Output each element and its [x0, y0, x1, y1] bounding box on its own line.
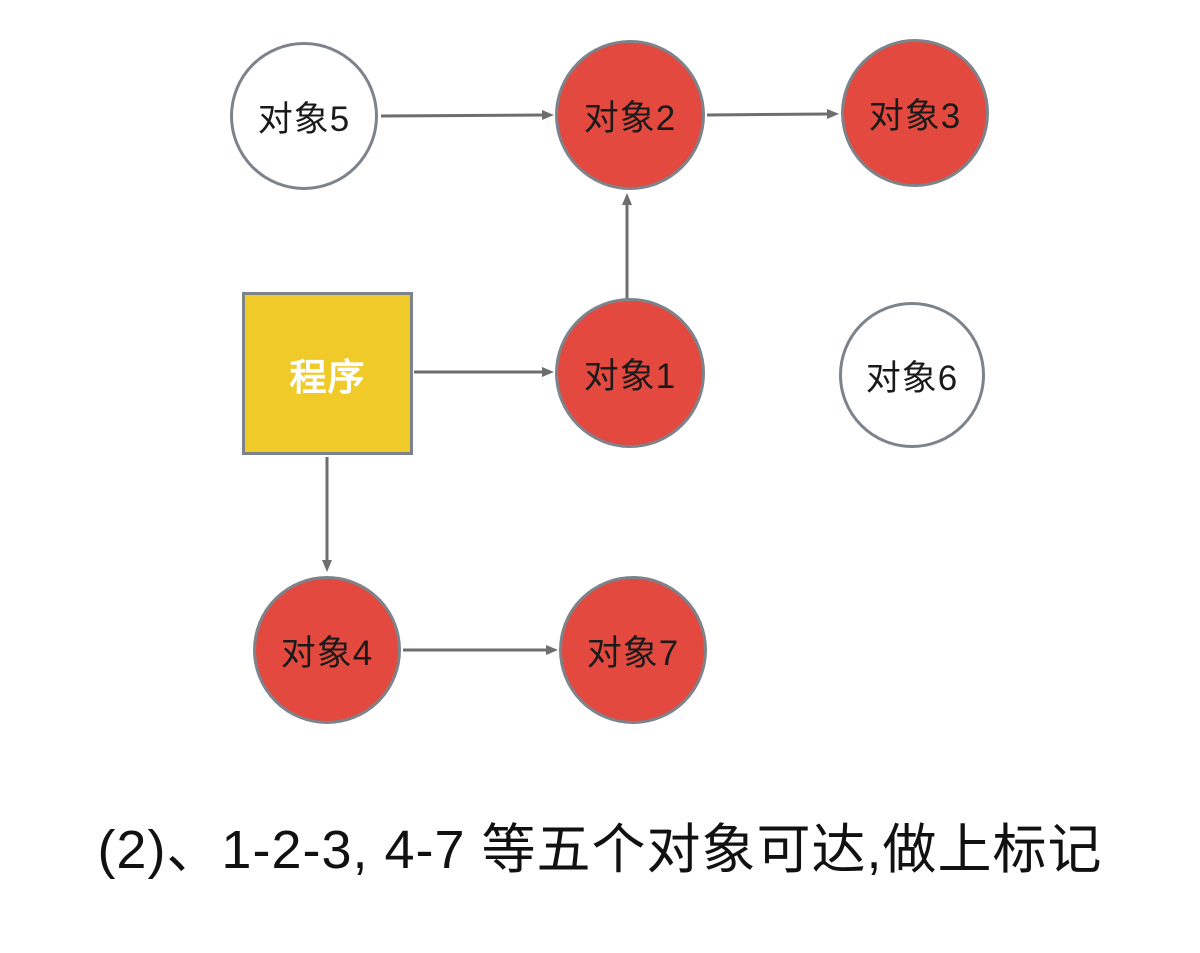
node-program-label: 程序 [289, 356, 366, 398]
node-object-2-label: 对象2 [583, 98, 677, 138]
node-object-2: 对象2 [555, 40, 705, 190]
node-object-3-label: 对象3 [868, 96, 962, 136]
node-object-1: 对象1 [555, 298, 705, 448]
node-object-7-label: 对象7 [586, 633, 680, 673]
edge-obj5-to-obj2 [380, 110, 554, 121]
node-object-6-label: 对象6 [865, 358, 959, 398]
node-object-4-label: 对象4 [280, 633, 374, 673]
node-program-root: 程序 [242, 292, 413, 455]
node-object-5: 对象5 [230, 42, 378, 190]
node-object-7: 对象7 [559, 576, 707, 724]
node-object-4: 对象4 [253, 576, 401, 724]
node-object-1-label: 对象1 [583, 356, 677, 396]
node-object-5-label: 对象5 [257, 99, 351, 139]
node-object-6: 对象6 [839, 302, 985, 448]
edge-obj2-to-obj3 [706, 109, 839, 120]
node-object-3: 对象3 [841, 39, 989, 187]
diagram-caption: (2)、1-2-3, 4-7 等五个对象可达,做上标记 [97, 820, 1103, 880]
